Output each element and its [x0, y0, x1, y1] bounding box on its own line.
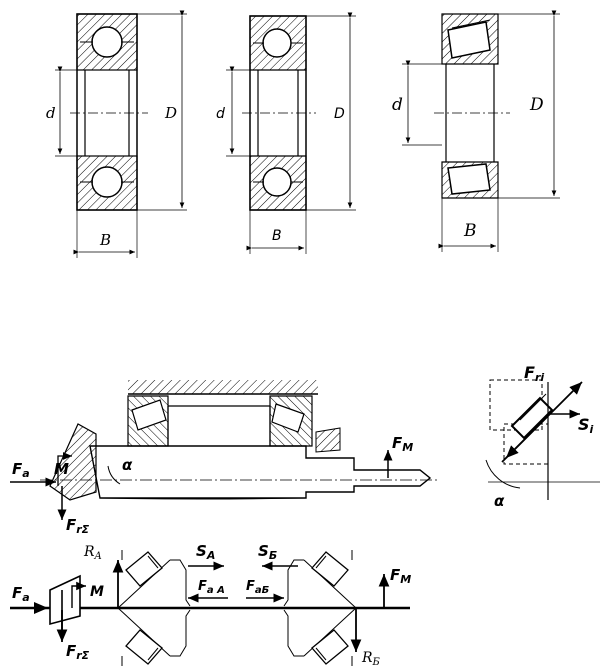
bearing1-d-label: d	[46, 104, 56, 122]
sch-RA-sub: A	[94, 551, 102, 562]
svg-text:FaБ: FaБ	[246, 579, 270, 596]
svg-text:Si: Si	[578, 415, 594, 436]
shaft-FrSigma-label: F	[66, 516, 77, 534]
bearing-tapered-section: d D B	[392, 10, 560, 252]
svg-text:FrΣ: FrΣ	[66, 642, 90, 662]
svg-text:FM: FM	[390, 566, 411, 586]
svg-text:FM: FM	[392, 434, 413, 454]
shaft-Fa-label: F	[12, 460, 23, 478]
sch-RB-sub: Б	[372, 657, 381, 668]
svg-text:RA: RA	[83, 544, 102, 562]
svg-text:Fri: Fri	[524, 363, 544, 384]
bearing1-D-label: D	[164, 104, 177, 122]
sch-FM-sub: M	[400, 573, 411, 586]
bearing-ball-section: d D B	[46, 10, 187, 258]
detail-Si-sub: i	[590, 423, 594, 436]
svg-text:SA: SA	[196, 542, 215, 562]
sch-RB-label: R	[361, 650, 373, 666]
detail-Fri-sub: ri	[535, 371, 544, 384]
svg-text:Fa: Fa	[12, 460, 30, 480]
bearing2-d-label: d	[216, 106, 225, 122]
bearing3-d-label: d	[392, 95, 403, 115]
detail-alpha-label: α	[494, 492, 505, 510]
load-schematic: Fa M FrΣ RA SA Fa A SБ FaБ	[10, 542, 411, 668]
sch-SA-sub: A	[206, 549, 216, 562]
svg-text:SБ: SБ	[258, 542, 277, 562]
svg-text:Fa: Fa	[12, 584, 30, 604]
sch-Fa-sub: a	[22, 591, 29, 604]
detail-Fri-label: F	[524, 363, 535, 382]
bearing1-B-label: B	[99, 231, 111, 249]
bearing3-D-label: D	[529, 95, 544, 115]
sch-SA-label: S	[196, 542, 207, 560]
detail-Si-label: S	[578, 415, 590, 434]
bearing2-B-label: B	[272, 228, 282, 244]
shaft-FrSigma-sub: rΣ	[76, 523, 89, 536]
bearing3-B-label: B	[463, 221, 477, 241]
sch-FrSigma-label: F	[66, 642, 77, 660]
shaft-FM-label: F	[392, 434, 403, 452]
shaft-Fa-sub: a	[22, 467, 29, 480]
svg-text:Fa A: Fa A	[198, 579, 225, 596]
sch-FM-label: F	[390, 566, 401, 584]
sch-FaA-sub: a A	[207, 585, 225, 596]
shaft-assembly: α Fa M FrΣ FM	[10, 380, 440, 536]
sch-FaA-label: F	[198, 579, 207, 594]
bearing2-D-label: D	[334, 106, 345, 122]
shaft-M-label: M	[54, 460, 69, 478]
sch-SB-sub: Б	[269, 549, 277, 562]
svg-text:RБ: RБ	[361, 650, 381, 668]
bearing-angular-section: d D B	[216, 12, 356, 254]
force-detail: Si Fri α	[485, 363, 600, 510]
sch-FrSigma-sub: rΣ	[76, 649, 89, 662]
sch-FaB-label: F	[246, 579, 255, 594]
svg-text:FrΣ: FrΣ	[66, 516, 90, 536]
sch-M-label: M	[90, 584, 104, 600]
shaft-alpha-label: α	[122, 456, 133, 474]
sch-SB-label: S	[258, 542, 269, 560]
sch-Fa-label: F	[12, 584, 23, 602]
sch-FaB-sub: aБ	[255, 585, 270, 596]
sch-RA-label: R	[83, 544, 95, 560]
shaft-FM-sub: M	[402, 441, 413, 454]
